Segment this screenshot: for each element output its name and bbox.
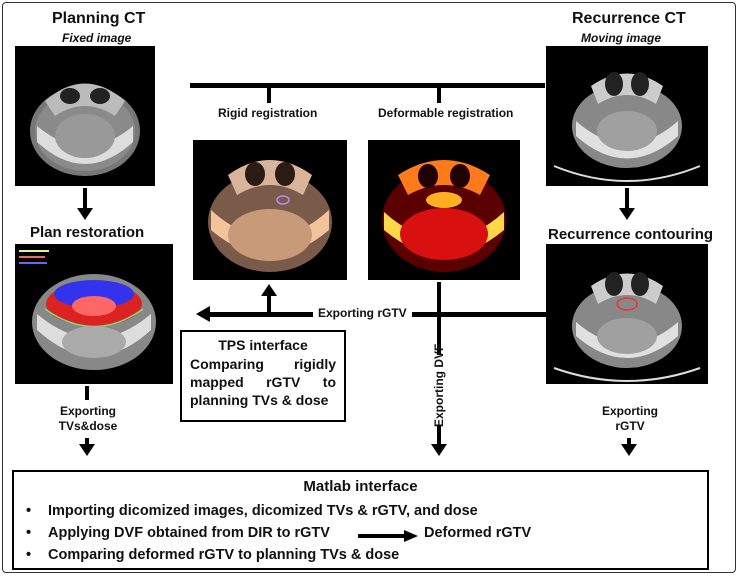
exporting-rgtv-line-left (208, 312, 313, 317)
exporting-tvs-dose-line2: TVs&dose (58, 419, 118, 433)
planning-ct-title: Planning CT (52, 10, 146, 27)
connector-rigid-drop (267, 83, 271, 103)
connector-deformable-drop (437, 83, 441, 103)
deformable-registration-label: Deformable registration (378, 106, 514, 120)
rigid-registration-image (193, 140, 347, 280)
exporting-rgtv-right-line1: Exporting (602, 404, 658, 418)
arrow-recurrence-to-contour-shaft (625, 188, 629, 210)
deformable-registration-image (368, 140, 520, 280)
arrow-down-icon (79, 444, 95, 456)
tps-interface-box: TPS interface Comparing rigidly mapped r… (180, 330, 346, 422)
exporting-rgtv-line-right (412, 312, 546, 317)
matlab-bullet-2-text: Applying DVF obtained from DIR to rGTV (48, 525, 330, 541)
plan-restoration-image (15, 244, 173, 384)
arrow-right-icon (358, 530, 418, 542)
planning-ct-subtitle: Fixed image (62, 31, 132, 45)
arrow-left-icon (196, 306, 210, 322)
matlab-bullet-3: •Comparing deformed rGTV to planning TVs… (26, 547, 400, 563)
tps-line-3: planning TVs & dose (190, 392, 329, 408)
plan-down-shaft (85, 438, 89, 446)
arrow-down-icon (619, 208, 635, 220)
rigid-registration-label: Rigid registration (218, 106, 318, 120)
plan-down-shaft-top (85, 386, 89, 400)
arrow-down-icon (621, 444, 637, 456)
matlab-bullet-1: •Importing dicomized images, dicomized T… (26, 503, 478, 519)
exporting-tvs-dose-line1: Exporting (60, 404, 116, 418)
recur-down-shaft (627, 438, 631, 446)
arrow-down-icon (431, 444, 447, 456)
arrow-up-rigid-shaft (267, 294, 271, 314)
tps-line-2: mapped rGTV to (190, 374, 336, 390)
arrow-planning-to-plan-shaft (83, 188, 87, 210)
dvf-shaft-mid (437, 317, 441, 355)
plan-restoration-title: Plan restoration (30, 224, 145, 241)
recurrence-ct-title: Recurrence CT (572, 10, 686, 27)
matlab-interface-title: Matlab interface (303, 478, 418, 495)
exporting-rgtv-right-label: Exporting rGTV (590, 404, 670, 434)
arrow-down-icon (77, 208, 93, 220)
matlab-bullet-2: •Applying DVF obtained from DIR to rGTV (26, 525, 330, 541)
matlab-interface-box: Matlab interface (12, 470, 709, 570)
recurrence-ct-subtitle: Moving image (581, 31, 662, 45)
recurrence-ct-image (546, 46, 708, 186)
arrow-up-icon (261, 284, 277, 296)
tps-line-1: Comparing rigidly (190, 356, 336, 372)
exporting-rgtv-label: Exporting rGTV (318, 306, 407, 320)
exporting-dvf-label: Exporting DVF (432, 343, 446, 427)
recurrence-contouring-image (546, 244, 708, 384)
dvf-shaft-bottom (437, 425, 441, 445)
matlab-bullet-3-text: Comparing deformed rGTV to planning TVs … (48, 547, 400, 563)
tps-interface-title: TPS interface (218, 337, 308, 353)
planning-ct-image (15, 46, 155, 186)
recurrence-contouring-title: Recurrence contouring (548, 226, 714, 243)
deformed-rgtv-label: Deformed rGTV (424, 525, 532, 541)
dvf-shaft-top (437, 282, 441, 312)
matlab-bullet-1-text: Importing dicomized images, dicomized TV… (48, 503, 478, 519)
exporting-tvs-dose-label: Exporting TVs&dose (48, 404, 128, 434)
exporting-rgtv-right-line2: rGTV (615, 419, 645, 433)
connector-top-line (190, 83, 545, 88)
